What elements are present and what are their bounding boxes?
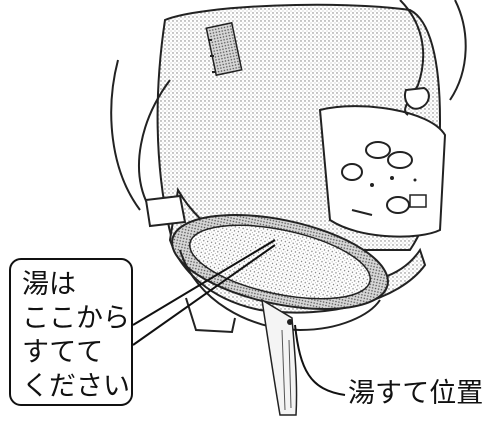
control-panel (318, 105, 447, 238)
callout-box (9, 258, 133, 406)
callout-line-2: ここから (22, 303, 130, 334)
position-leader (294, 324, 346, 396)
water-stream (261, 298, 298, 416)
callout-line-3: すてて (22, 337, 104, 368)
position-label: 湯すて位置 (348, 378, 484, 409)
callout-leader (132, 239, 276, 326)
right-hand-icon (399, 0, 425, 116)
panel-button-icon (386, 196, 410, 214)
panel-button-icon (341, 163, 363, 181)
pot-window (205, 21, 243, 77)
panel-button-icon (387, 151, 413, 169)
callout-line-1: 湯は (22, 269, 76, 300)
pour-point-icon (287, 319, 293, 325)
panel-button-icon (365, 141, 391, 159)
callout-line-4: ください (22, 371, 130, 402)
